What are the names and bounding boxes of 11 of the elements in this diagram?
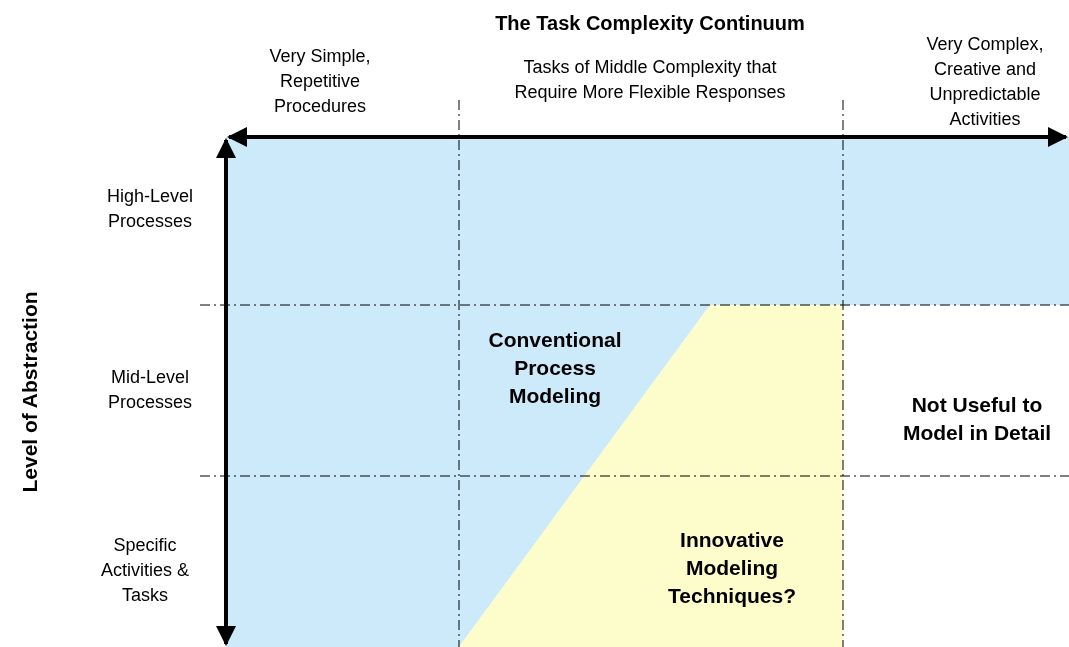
column-heading: Very Simple, Repetitive Procedures [268,45,372,118]
row-heading: High-Level Processes [105,185,194,233]
column-heading: Very Complex, Creative and Unpredictable Activities [925,33,1045,131]
diagram-title: The Task Complexity Continuum [494,11,806,36]
column-heading: Tasks of Middle Complexity that Require More Flexible Responses [513,56,787,104]
region-label: Innovative Modeling Techniques? [667,527,797,609]
axis-title: Level of Abstraction [17,290,42,495]
row-heading: Mid-Level Processes [106,366,193,414]
region-label: Not Useful to Model in Detail [901,392,1053,446]
row-heading: Specific Activities & Tasks [100,534,190,607]
region-label: Conventional Process Modeling [487,327,623,409]
